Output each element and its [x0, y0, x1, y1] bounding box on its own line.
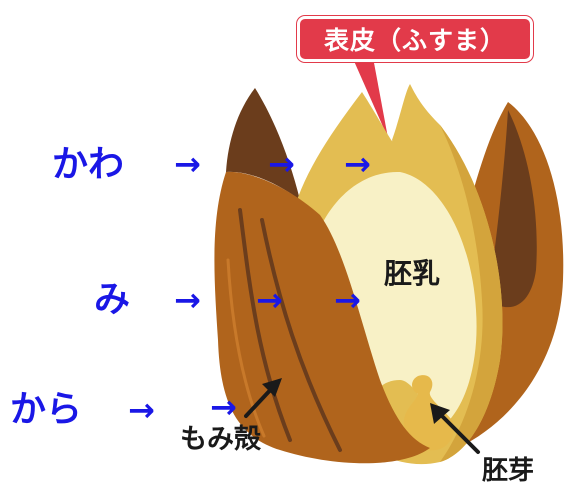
husk-right-inner: [488, 110, 537, 308]
husk-ridge-2: [260, 218, 342, 452]
kawa-arrow-1: →: [174, 145, 201, 183]
husk-label: もみ殻: [180, 424, 261, 455]
seed-coat-callout: 表皮（ふすま）: [297, 16, 533, 62]
embryo-pointer-head: [430, 403, 450, 424]
callout-label: 表皮（ふすま）: [323, 26, 506, 55]
label-kara: から: [10, 389, 83, 430]
husk-left-back: [226, 88, 300, 200]
callout-pointer: [350, 52, 388, 138]
mi-arrow-1: →: [174, 281, 201, 319]
seed-coat-shade: [440, 125, 503, 462]
mi-arrow-2: →: [256, 281, 283, 319]
husk-pointer-head: [262, 378, 282, 397]
label-mi: み: [94, 279, 131, 320]
kara-arrow-1: →: [128, 391, 155, 429]
kara-arrow-2: →: [210, 388, 237, 426]
husk-ridge-1: [238, 208, 292, 442]
embryo-label: 胚芽: [482, 456, 535, 486]
husk-ridge-3: [226, 258, 266, 438]
embryo-pointer-line: [436, 410, 480, 454]
mi-arrow-3: →: [334, 281, 361, 319]
kawa-arrow-2: →: [268, 145, 295, 183]
embryo-region: [403, 375, 455, 451]
kawa-arrow-3: →: [344, 145, 371, 183]
endosperm-label: 胚乳: [384, 257, 441, 290]
label-kawa: かわ: [52, 144, 125, 185]
